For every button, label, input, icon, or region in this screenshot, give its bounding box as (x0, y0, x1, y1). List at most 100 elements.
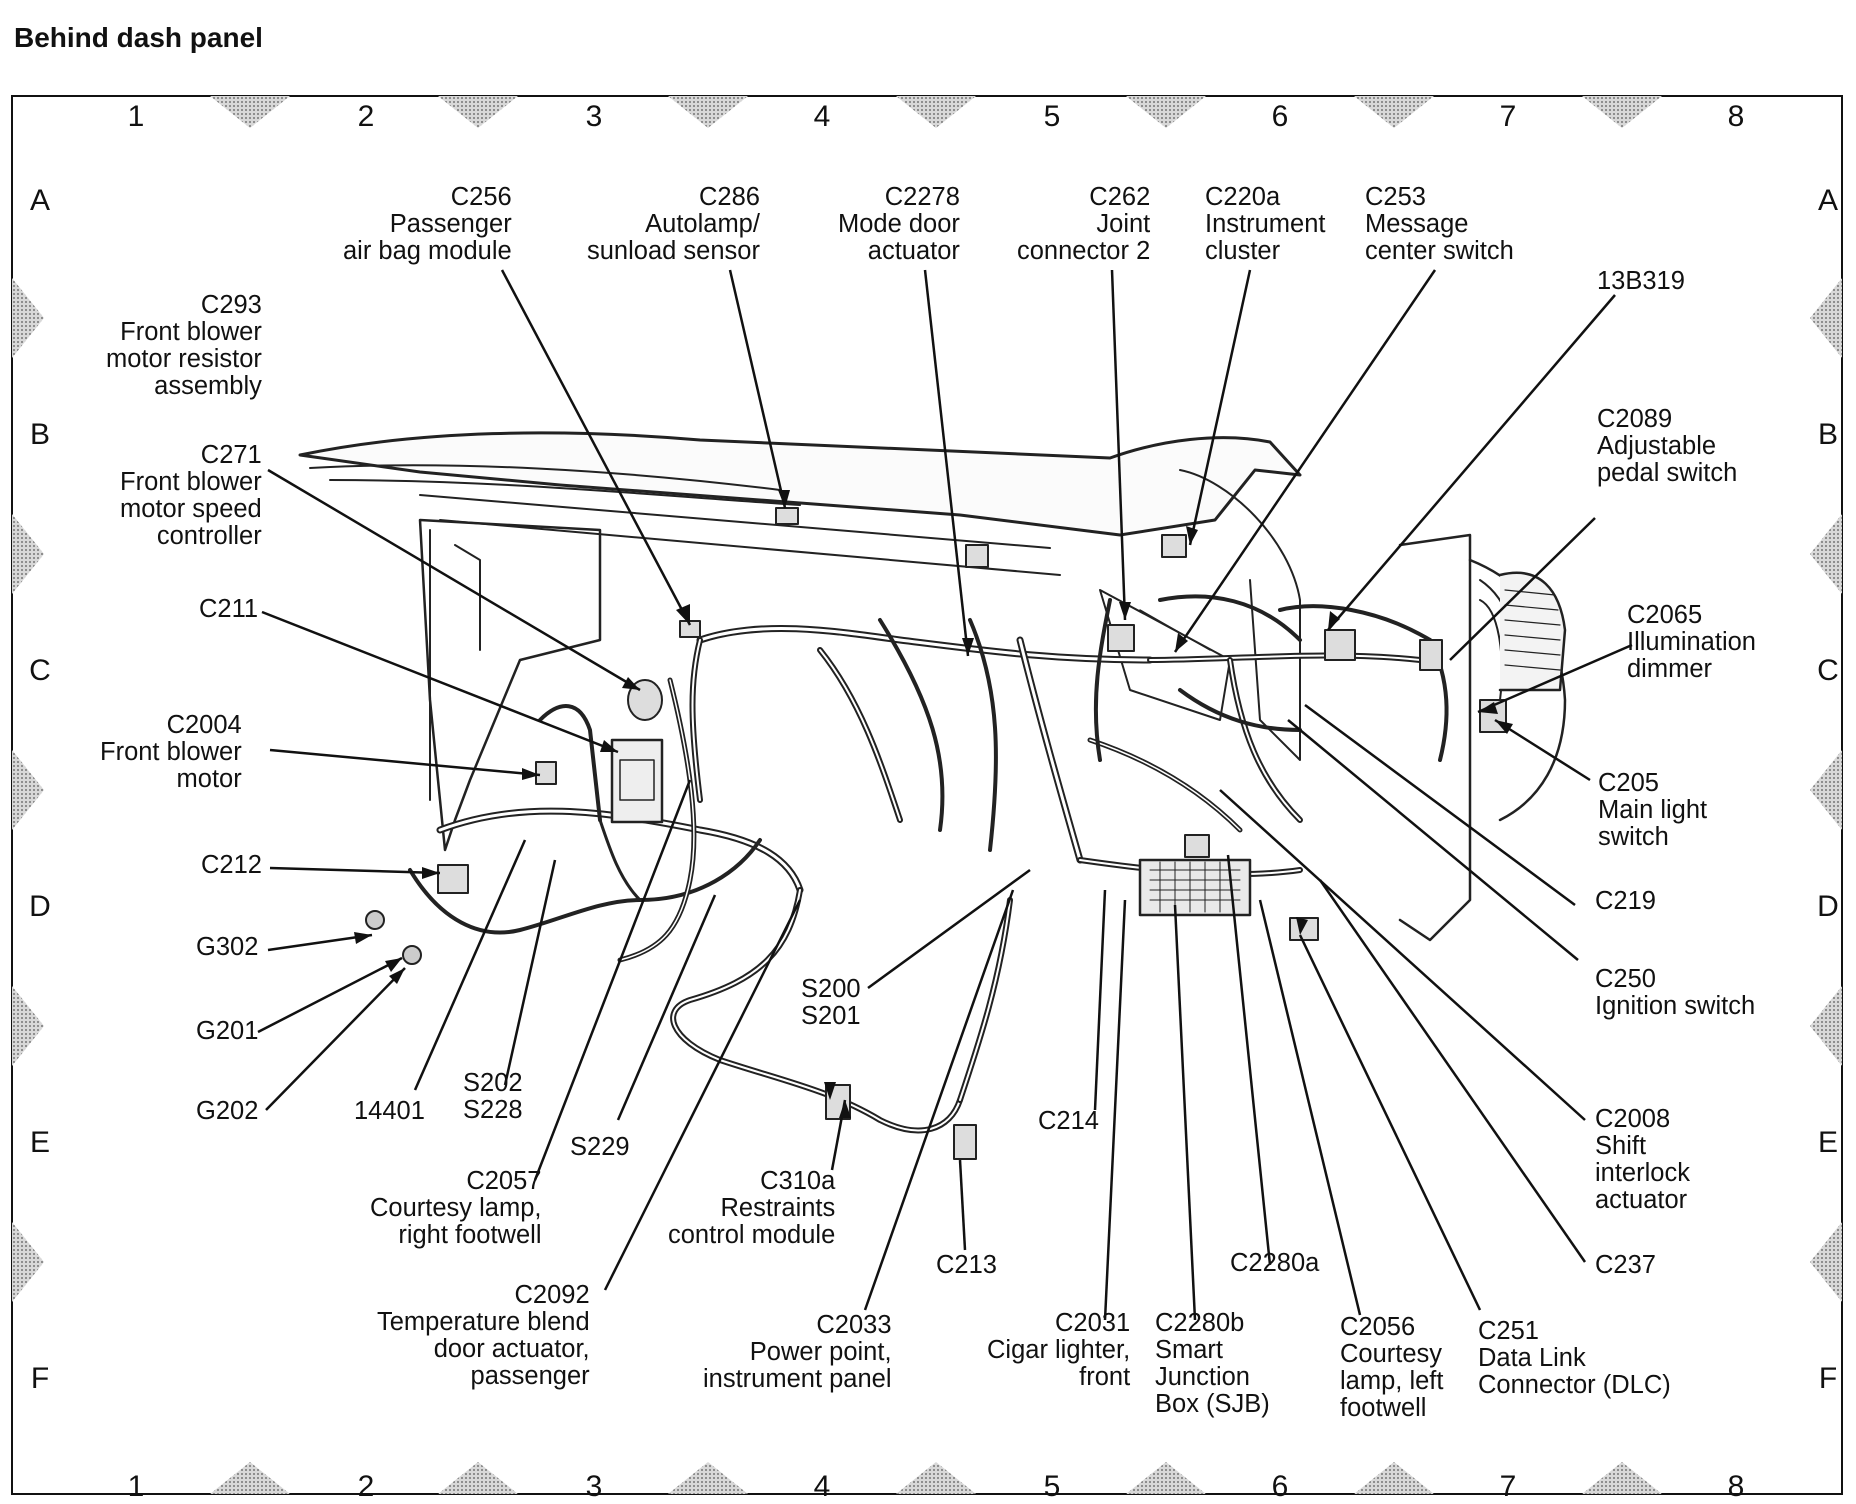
grid-divider-marker (1810, 514, 1842, 594)
grid-row-markers (12, 278, 1842, 1302)
grid-divider-marker (1810, 278, 1842, 358)
grid-label: C (29, 654, 51, 687)
grid-divider-marker (1354, 1462, 1434, 1494)
callout-label-line: motor speed (120, 495, 262, 523)
callout-leaders (257, 269, 1633, 1321)
grid-divider-marker (12, 278, 44, 358)
grid-label: B (1817, 418, 1838, 451)
callout-label-line: Front blower (120, 318, 262, 346)
callout-label-line: footwell (1340, 1394, 1427, 1422)
callout-label-line: Junction (1155, 1363, 1250, 1391)
callout-label-line: C2033 (816, 1311, 892, 1339)
callout-label-line: Cigar lighter, (987, 1336, 1131, 1364)
grid-divider-marker (668, 96, 748, 128)
callout-label-c212: C212 (201, 852, 262, 879)
callout-label-line: C2057 (466, 1167, 542, 1195)
grid-label: 3 (585, 1470, 603, 1503)
grid-divider-marker (896, 96, 976, 128)
callout-label-line: C2089 (1597, 405, 1673, 433)
grid-label: 8 (1727, 1470, 1745, 1503)
callout-label-line: C2004 (166, 711, 242, 739)
grid-column-markers (210, 96, 1662, 1494)
grid-divider-marker (12, 986, 44, 1066)
callout-label-line: C219 (1595, 887, 1656, 915)
callout-label-s229: S229 (570, 1134, 630, 1161)
grid-divider-marker (438, 96, 518, 128)
callout-label-line: S228 (463, 1096, 523, 1124)
grid-label: 1 (127, 100, 145, 133)
grid-label: 2 (357, 100, 375, 133)
grid-label: 3 (585, 100, 603, 133)
grid-label: D (29, 890, 51, 923)
callout-label-line: C205 (1598, 769, 1659, 797)
callout-label-line: C211 (199, 595, 259, 623)
callout-label-line: Connector (DLC) (1478, 1371, 1671, 1399)
callout-label-line: C2280b (1155, 1309, 1245, 1337)
callout-label-g201: G201 (196, 1018, 258, 1045)
callout-label-line: S201 (801, 1002, 861, 1030)
grid-label: 6 (1271, 100, 1289, 133)
callout-label-line: assembly (154, 372, 262, 400)
callout-label-line: control module (668, 1221, 836, 1249)
grid-label: C (1817, 654, 1839, 687)
callout-label-line: C2280a (1230, 1249, 1320, 1277)
grid-divider-marker (668, 1462, 748, 1494)
callout-label-line: C250 (1595, 965, 1656, 993)
grid-divider-marker (1582, 96, 1662, 128)
callout-label-line: front (1079, 1363, 1131, 1391)
callout-label-g302: G302 (196, 934, 258, 961)
grid-divider-marker (210, 1462, 290, 1494)
callout-label-g202: G202 (196, 1098, 258, 1125)
callout-label-c214: C214 (1038, 1108, 1099, 1135)
callout-label-line: S202 (463, 1069, 523, 1097)
callout-label-line: lamp, left (1340, 1367, 1444, 1395)
callout-label-line: right footwell (398, 1221, 542, 1249)
callout-label-line: actuator (1595, 1186, 1688, 1214)
callout-label-14401: 14401 (354, 1098, 425, 1125)
grid-label: 7 (1499, 100, 1517, 133)
grid-divider-marker (1810, 986, 1842, 1066)
grid-label: 6 (1271, 1470, 1289, 1503)
grid-label: B (29, 418, 50, 451)
callout-label-line: passenger (470, 1362, 590, 1390)
callout-label-line: C2092 (514, 1281, 590, 1309)
callout-label-line: interlock (1595, 1159, 1690, 1187)
callout-label-line: Data Link (1478, 1344, 1586, 1372)
callout-label-c219: C219 (1595, 888, 1656, 915)
callout-label-line: Box (SJB) (1155, 1390, 1270, 1418)
grid-divider-marker (896, 1462, 976, 1494)
callout-label-line: switch (1598, 823, 1669, 851)
callout-label-line: C212 (201, 851, 262, 879)
grid-divider-marker (1126, 1462, 1206, 1494)
callout-label-line: 13B319 (1597, 267, 1685, 295)
callout-label-line: Shift (1595, 1132, 1647, 1160)
callout-label-line: Front blower (120, 468, 262, 496)
callout-label-line: Mode door (838, 210, 960, 238)
callout-label-line: Message (1365, 210, 1469, 238)
callout-label-line: Joint (1096, 210, 1151, 238)
callout-label-line: Power point, (749, 1338, 892, 1366)
callout-label-c237: C237 (1595, 1252, 1656, 1279)
callout-label-line: C214 (1038, 1107, 1099, 1135)
grid-label: 5 (1043, 1470, 1061, 1503)
callout-label-line: Illumination (1627, 628, 1756, 656)
callout-label-line: C237 (1595, 1251, 1656, 1279)
grid-label: 4 (813, 100, 831, 133)
page-title: Behind dash panel (14, 22, 263, 53)
grid-divider-marker (438, 1462, 518, 1494)
callout-label-line: C256 (450, 183, 512, 211)
callout-label-line: motor (176, 765, 242, 793)
